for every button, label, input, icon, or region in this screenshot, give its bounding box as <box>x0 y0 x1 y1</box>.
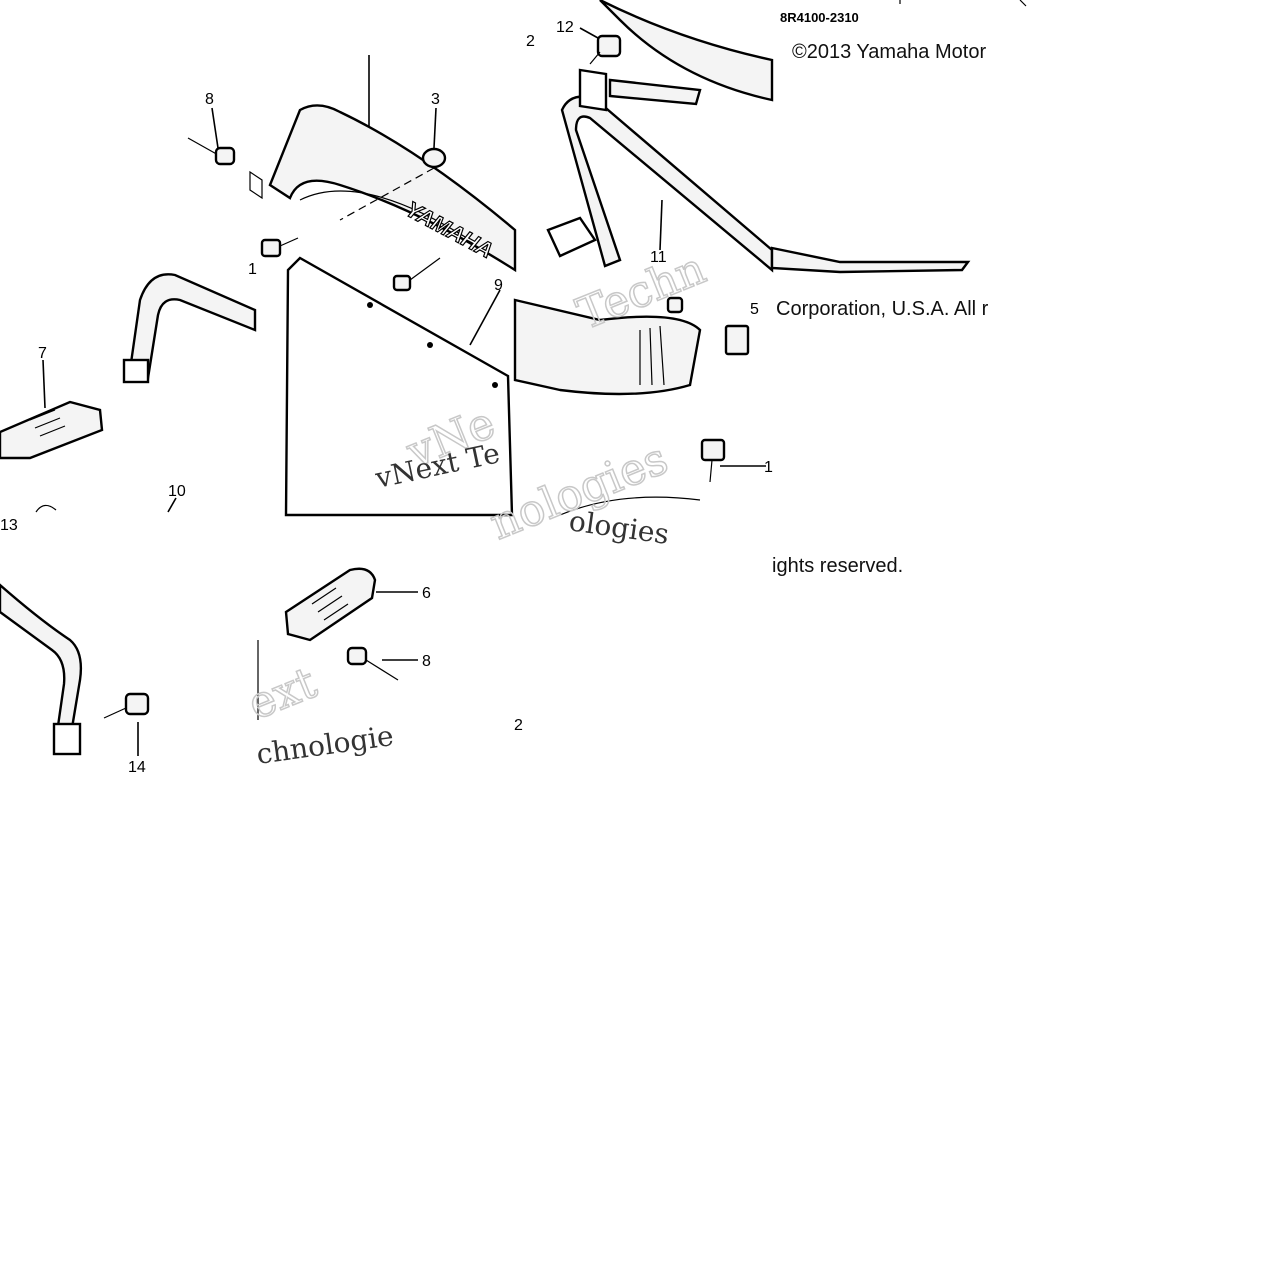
nut-3 <box>339 107 447 221</box>
nut-5 <box>724 324 750 356</box>
screw-8 <box>187 107 236 166</box>
tile-bottom-left <box>0 583 150 756</box>
watermark-text: ext <box>241 657 324 730</box>
end-cap <box>513 298 702 396</box>
bracket-6 <box>284 567 418 642</box>
callout-14: 14 <box>128 759 146 776</box>
screw-12 <box>579 27 622 65</box>
tile-top-middle <box>249 55 517 517</box>
grab-bar-11 <box>546 68 774 273</box>
callout-9: 9 <box>494 277 503 294</box>
callouts: 1 2 3 5 6 7 8 9 10 11 12 13 14 2 8 1 3 <box>0 19 773 776</box>
watermark-text: chnologie <box>254 719 395 771</box>
tile-bottom-middle <box>257 567 418 720</box>
callout-1-right: 1 <box>764 459 773 476</box>
bracket-7 <box>0 359 104 460</box>
callout-3: 3 <box>431 91 440 108</box>
grab-handle-left <box>128 273 257 380</box>
tile-top-left <box>0 107 257 513</box>
front-panel <box>268 104 517 273</box>
callout-8-lower: 8 <box>422 653 431 670</box>
callout-1: 1 <box>248 261 257 278</box>
copyright-line-3: ights reserved. <box>772 555 903 577</box>
callout-12: 12 <box>556 19 574 36</box>
bolt-1 <box>559 438 766 516</box>
callout-2-lower: 2 <box>514 717 523 734</box>
handle-bracket <box>122 358 150 384</box>
callout-8: 8 <box>205 91 214 108</box>
copyright-line-1: ©2013 Yamaha Motor <box>792 41 986 63</box>
callout-6: 6 <box>422 585 431 602</box>
grab-handle-lower <box>0 583 83 742</box>
callout-11: 11 <box>650 249 667 266</box>
copyright-line-2: Corporation, U.S.A. All r <box>776 298 989 320</box>
callout-7: 7 <box>38 345 47 362</box>
plate-9 <box>284 256 514 517</box>
callout-10: 10 <box>168 483 186 500</box>
pin-8 <box>346 646 418 681</box>
tile-top-right <box>513 0 774 516</box>
bolt-14 <box>103 692 150 756</box>
callout-2: 2 <box>526 33 535 50</box>
callout-5: 5 <box>750 301 759 318</box>
callout-13: 13 <box>0 517 18 534</box>
tile-top-far-right <box>770 0 1027 274</box>
part-code: 8R4100-2310 <box>780 10 859 25</box>
